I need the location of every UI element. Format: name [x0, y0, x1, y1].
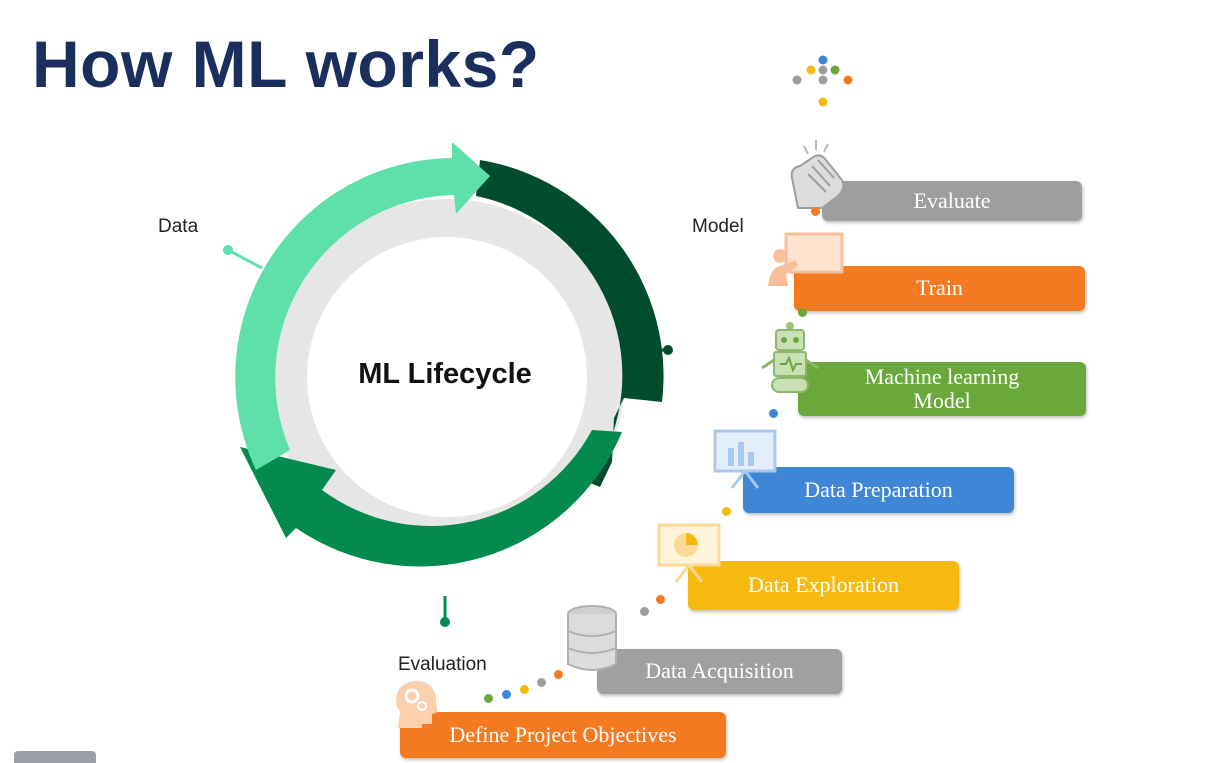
bar-chart-board-icon: [713, 429, 777, 489]
step-dot: [769, 409, 778, 418]
step-evaluate-label: Evaluate: [913, 187, 991, 213]
head-gears-icon: [396, 680, 438, 728]
step-data-exploration-label: Data Exploration: [748, 572, 899, 598]
step-ml-model-label: Machine learning Model: [864, 363, 1020, 413]
decorative-dots-icon: [792, 55, 853, 107]
step-define-objectives-label: Define Project Objectives: [449, 721, 677, 747]
model-arc: [476, 160, 664, 487]
lifecycle-center-label: ML Lifecycle: [358, 358, 532, 390]
model-connector: [662, 345, 673, 355]
evaluation-connector: [440, 596, 450, 627]
center-disc: [307, 237, 587, 517]
pie-chart-board-icon: [657, 523, 721, 583]
clapping-hands-icon: [790, 140, 845, 209]
robot-icon: [761, 322, 819, 393]
step-data-exploration: Data Exploration: [688, 561, 959, 610]
presenter-board-icon: [768, 232, 844, 286]
step-define-objectives: Define Project Objectives: [400, 712, 726, 758]
window-tab-stub: [14, 751, 96, 763]
step-data-acquisition: Data Acquisition: [597, 649, 842, 694]
step-train-label: Train: [916, 275, 963, 301]
step-dot: [502, 690, 511, 699]
database-icon: [567, 605, 617, 671]
step-evaluate: Evaluate: [822, 181, 1082, 221]
step-dot: [656, 595, 665, 604]
data-label: Data: [158, 216, 199, 237]
step-dot: [722, 507, 731, 516]
step-dot: [554, 670, 563, 679]
step-dot: [537, 678, 546, 687]
data-arc: [235, 142, 490, 470]
step-data-preparation: Data Preparation: [743, 467, 1014, 513]
step-data-preparation-label: Data Preparation: [804, 476, 953, 502]
step-dot: [798, 308, 807, 317]
evaluation-label: Evaluation: [398, 654, 487, 675]
step-dot: [811, 207, 820, 216]
step-dot: [484, 694, 493, 703]
model-label: Model: [692, 216, 744, 237]
step-dot: [640, 607, 649, 616]
step-ml-model: Machine learning Model: [798, 362, 1086, 416]
data-connector: [223, 245, 263, 270]
evaluation-arc-body: [240, 430, 622, 567]
page-title: How ML works?: [32, 27, 540, 101]
step-dot: [520, 685, 529, 694]
step-data-acquisition-label: Data Acquisition: [645, 658, 794, 684]
